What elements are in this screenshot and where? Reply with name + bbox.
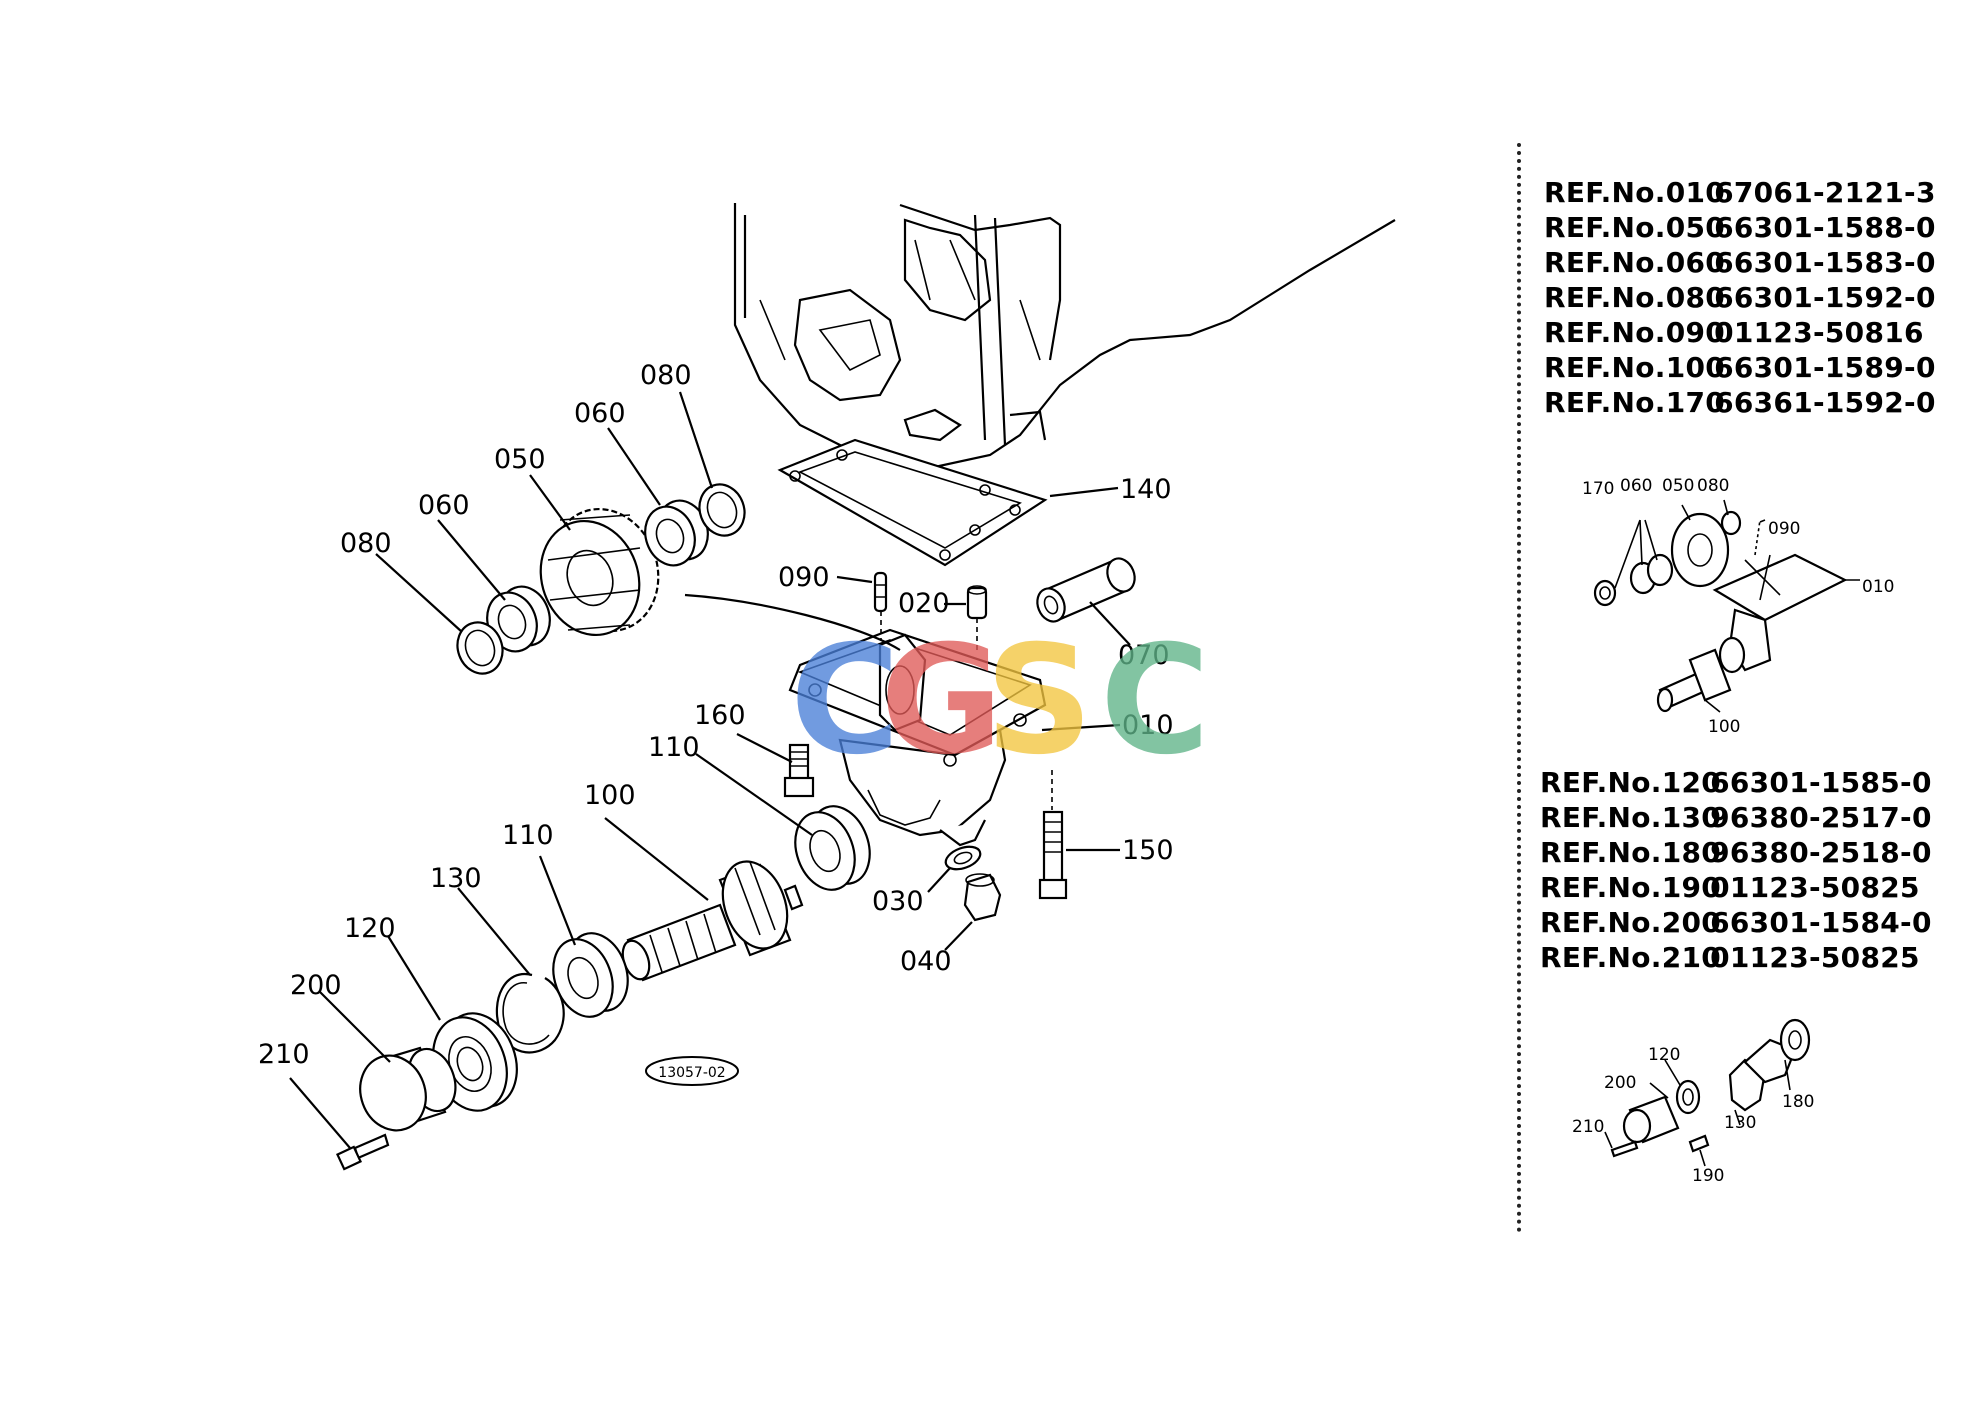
svg-text:G: G	[880, 614, 1003, 788]
leader-lines	[289, 391, 1131, 1149]
cap-200	[359, 1046, 457, 1132]
mini2-label-210: 210	[1572, 1117, 1604, 1137]
callout-100: 100	[584, 780, 636, 811]
callout-030: 030	[872, 886, 924, 917]
mini1-label-090: 090	[1768, 519, 1800, 539]
pin-020	[966, 585, 988, 650]
callout-110-lower: 110	[502, 820, 554, 851]
mini1-label-080: 080	[1697, 476, 1729, 496]
callout-090: 090	[778, 562, 830, 593]
pin-090	[873, 571, 888, 640]
callout-150: 150	[1122, 835, 1174, 866]
plug-040	[963, 873, 1002, 922]
washer-030	[944, 845, 982, 871]
mini1-label-170: 170	[1582, 479, 1614, 499]
washer-080-b	[698, 483, 746, 537]
bearing-060-a	[486, 585, 551, 653]
ref-row: REF.No.100 66301-1589-0	[1544, 351, 1936, 384]
mini2-label-190: 190	[1692, 1166, 1724, 1186]
callout-120: 120	[344, 913, 396, 944]
mini-diagram-cover-assembly: 120 200 180 130 210 190	[1572, 1018, 1814, 1186]
ref-row: REF.No.170 66361-1592-0	[1544, 386, 1936, 419]
bearing-110-b	[552, 932, 629, 1018]
callout-010: 010	[1122, 710, 1174, 741]
ref-row: REF.No.060 66301-1583-0	[1544, 246, 1936, 279]
callout-050: 050	[494, 444, 546, 475]
gasket-140	[777, 438, 1048, 567]
pto-housing-010	[788, 628, 1047, 847]
csgc-watermark: C G S C	[790, 614, 1210, 788]
bearing-060-b	[644, 499, 709, 567]
callout-060-left: 060	[418, 490, 470, 521]
callout-020: 020	[898, 588, 950, 619]
mini2-label-130: 130	[1724, 1113, 1756, 1133]
mini1-label-010: 010	[1862, 577, 1894, 597]
callout-labels: 140 090 020 070 010 150 030 040 160 110 …	[258, 360, 1174, 1070]
shaft-100	[621, 860, 804, 982]
callout-060-right: 060	[574, 398, 626, 429]
callout-110-upper: 110	[648, 732, 700, 763]
ref-row: REF.No.190 01123-50825	[1540, 871, 1920, 904]
snap-ring-130	[495, 972, 565, 1054]
figure-code-badge: 13057-02	[645, 1056, 739, 1086]
mini-diagram-gear-assembly: 170 060 050 080 090 010 100	[1582, 476, 1894, 737]
mini2-label-120: 120	[1648, 1045, 1680, 1065]
svg-text:S: S	[985, 614, 1093, 788]
ref-row: REF.No.010 67061-2121-3	[1544, 176, 1936, 209]
ref-row: REF.No.050 66301-1588-0	[1544, 211, 1936, 244]
transmission-case	[733, 203, 1396, 470]
svg-text:13057-02: 13057-02	[658, 1065, 725, 1081]
ref-row: REF.No.210 01123-50825	[1540, 941, 1920, 974]
callout-210: 210	[258, 1039, 310, 1070]
svg-text:C: C	[790, 614, 900, 788]
ref-row: REF.No.130 96380-2517-0	[1540, 801, 1932, 834]
callout-070: 070	[1118, 640, 1170, 671]
washer-080-a	[456, 621, 504, 675]
ref-row: REF.No.180 96380-2518-0	[1540, 836, 1932, 869]
callout-130: 130	[430, 863, 482, 894]
mini1-label-060: 060	[1620, 476, 1652, 496]
svg-text:C: C	[1100, 614, 1210, 788]
mini1-label-050: 050	[1662, 476, 1694, 496]
ref-row: REF.No.090 01123-50816	[1544, 316, 1924, 349]
callout-080-left: 080	[340, 528, 392, 559]
sleeve-070	[1036, 557, 1136, 623]
mini1-label-100: 100	[1708, 717, 1740, 737]
callout-160: 160	[694, 700, 746, 731]
callout-080-right: 080	[640, 360, 692, 391]
callout-040: 040	[900, 946, 952, 977]
callout-140: 140	[1120, 474, 1172, 505]
ref-row: REF.No.200 66301-1584-0	[1540, 906, 1932, 939]
bearing-110-a	[794, 805, 871, 891]
ref-row: REF.No.080 66301-1592-0	[1544, 281, 1936, 314]
mini2-label-200: 200	[1604, 1073, 1636, 1093]
ref-row: REF.No.120 66301-1585-0	[1540, 766, 1932, 799]
section-divider	[1517, 143, 1521, 1233]
bolt-150	[1038, 770, 1068, 900]
callout-200: 200	[290, 970, 342, 1001]
bolt-210	[336, 1133, 390, 1171]
gear-050	[539, 507, 660, 637]
mini2-label-180: 180	[1782, 1092, 1814, 1112]
shaft-axis-line	[684, 593, 901, 651]
